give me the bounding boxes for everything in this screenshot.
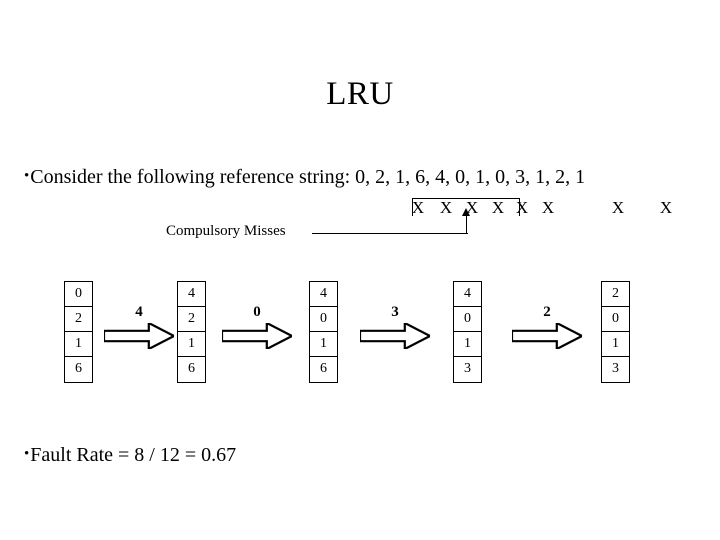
frame-cell: 4 <box>454 282 481 307</box>
bullet-fault-rate-text: Fault Rate = 8 / 12 = 0.67 <box>30 444 237 466</box>
bullet-fault-rate: •Fault Rate = 8 / 12 = 0.67 <box>24 441 236 468</box>
miss-mark-1: X <box>411 198 425 217</box>
transition-1: 4 <box>104 303 174 351</box>
transition-label: 4 <box>135 304 143 320</box>
miss-mark-8: X <box>659 198 673 217</box>
miss-mark-6: X <box>541 198 555 217</box>
block-arrow-right-icon <box>512 323 582 349</box>
frame-cell: 2 <box>602 282 629 307</box>
frame-cell: 1 <box>310 332 337 357</box>
bullet-reference-string-text: Consider the following reference string:… <box>30 166 586 188</box>
transition-4: 2 <box>512 303 582 351</box>
frame-cell: 4 <box>178 282 205 307</box>
frame-cell: 1 <box>178 332 205 357</box>
frame-cell: 4 <box>310 282 337 307</box>
bullet-glyph-icon: • <box>24 168 30 184</box>
frame-cell: 1 <box>65 332 92 357</box>
transition-label: 3 <box>391 304 399 320</box>
callout-leader-horizontal-line <box>312 233 468 234</box>
block-arrow-right-icon <box>222 323 292 349</box>
page-title: LRU <box>326 76 394 112</box>
frame-cell: 6 <box>75 361 82 376</box>
miss-mark-7: X <box>611 198 625 217</box>
miss-mark-2: X <box>439 198 453 217</box>
frame-cell: 1 <box>602 332 629 357</box>
transition-2: 0 <box>222 303 292 351</box>
frame-cell: 3 <box>464 361 471 376</box>
callout-leader-vertical-line <box>466 214 467 234</box>
transition-label: 0 <box>253 304 261 320</box>
frame-cell: 1 <box>454 332 481 357</box>
frame-cell: 3 <box>612 361 619 376</box>
frame-cell: 0 <box>65 282 92 307</box>
frame-cell: 0 <box>454 307 481 332</box>
block-arrow-right-icon <box>360 323 430 349</box>
block-arrow-right-icon <box>104 323 174 349</box>
bullet-glyph-icon: • <box>24 446 30 462</box>
frame-cell: 2 <box>65 307 92 332</box>
miss-mark-4: X <box>491 198 505 217</box>
transition-label: 2 <box>543 304 551 320</box>
compulsory-misses-label: Compulsory Misses <box>166 223 286 239</box>
frame-cell: 0 <box>602 307 629 332</box>
transition-3: 3 <box>360 303 430 351</box>
miss-mark-5: X <box>515 198 529 217</box>
compulsory-misses-bracket <box>412 198 520 216</box>
callout-arrowhead-icon <box>462 208 470 216</box>
bullet-reference-string: •Consider the following reference string… <box>24 163 585 190</box>
frame-cell: 6 <box>188 361 195 376</box>
frame-cell: 0 <box>310 307 337 332</box>
frame-cell: 6 <box>320 361 327 376</box>
frame-cell: 2 <box>178 307 205 332</box>
